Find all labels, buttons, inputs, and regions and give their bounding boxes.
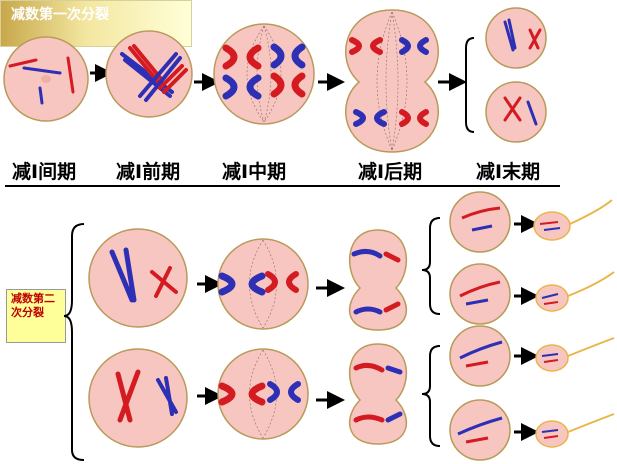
sperm-a1 — [533, 199, 613, 241]
cell-ii-anaphase-b — [348, 343, 408, 445]
cell-ii-telophase-b2 — [449, 399, 511, 461]
stage-label-prophase: 减I前期 — [116, 161, 181, 183]
sperm-a2 — [535, 271, 615, 312]
second-division-label: 减数第二次分裂 — [6, 289, 66, 343]
cell-ii-prophase-b — [88, 348, 188, 448]
cell-telophase-2 — [485, 81, 547, 143]
bracket-b — [421, 345, 441, 447]
stage-label-interphase: 减I间期 — [12, 161, 77, 183]
bracket-top — [465, 37, 475, 133]
cell-ii-telophase-a2 — [449, 263, 511, 325]
cell-interphase — [3, 36, 89, 122]
cell-ii-telophase-a1 — [449, 191, 511, 253]
stage-label-anaphase: 减I后期 — [358, 161, 423, 183]
cell-metaphase — [213, 23, 315, 125]
cell-anaphase — [345, 9, 439, 153]
second-division-label-text: 减数第二次分裂 — [11, 292, 55, 319]
cell-telophase-1 — [485, 7, 547, 69]
stage-label-metaphase: 减I中期 — [222, 161, 287, 183]
cell-ii-prophase-a — [88, 228, 188, 328]
sperm-b2 — [535, 413, 615, 448]
bracket-left — [63, 223, 85, 461]
stage-label-telophase: 减I末期 — [476, 161, 541, 183]
cell-ii-metaphase-a — [217, 238, 309, 330]
first-division-title-text: 减数第一次分裂 — [11, 7, 109, 23]
cell-ii-telophase-b1 — [449, 325, 511, 387]
bracket-a — [421, 217, 441, 315]
cell-ii-metaphase-b — [217, 348, 309, 440]
sperm-b1 — [535, 337, 615, 372]
cell-prophase — [105, 30, 193, 118]
cell-ii-anaphase-a — [348, 229, 408, 331]
